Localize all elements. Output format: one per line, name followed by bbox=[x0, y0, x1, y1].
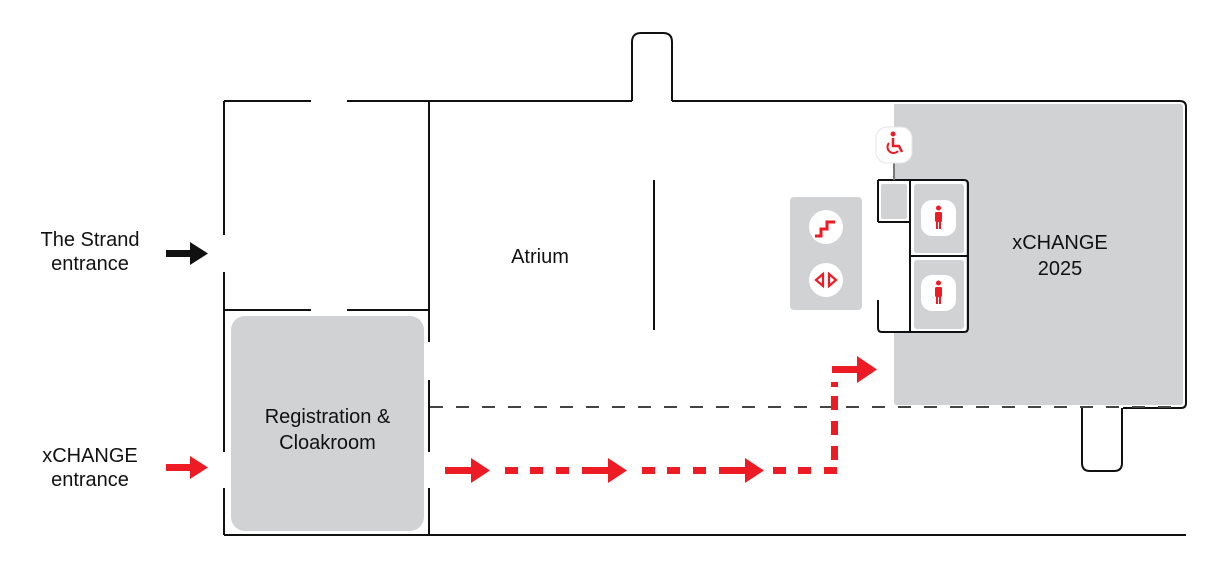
registration-room-fill[interactable] bbox=[231, 316, 424, 531]
route-dash bbox=[530, 467, 543, 474]
strand-entrance-line-1: The Strand bbox=[40, 229, 140, 251]
route-dash bbox=[642, 467, 655, 474]
xchange-entrance-arrow bbox=[166, 456, 208, 479]
walls bbox=[223, 32, 1187, 536]
route-dash bbox=[667, 467, 680, 474]
route-dash bbox=[831, 396, 838, 410]
xchange-hall-fill[interactable] bbox=[894, 104, 1183, 405]
xchange-hall-line-1: xCHANGE bbox=[1012, 232, 1108, 254]
xchange-hall-label: xCHANGE 2025 bbox=[990, 230, 1130, 282]
strand-entrance-arrow bbox=[166, 242, 208, 265]
accessible-toilet-icon[interactable] bbox=[875, 126, 913, 164]
stairs-icon[interactable] bbox=[809, 210, 843, 244]
atrium-label: Atrium bbox=[511, 246, 569, 268]
route-dash bbox=[556, 467, 569, 474]
registration-label: Registration & Cloakroom bbox=[231, 404, 424, 456]
toilet-icon[interactable] bbox=[921, 200, 956, 236]
toilet-icon[interactable] bbox=[921, 275, 956, 311]
stairs-lift-core bbox=[790, 197, 862, 310]
route-dash bbox=[798, 467, 811, 474]
route-arrow bbox=[719, 458, 764, 483]
route-dash bbox=[831, 421, 838, 435]
route-dash bbox=[773, 467, 786, 474]
route-dash bbox=[693, 467, 706, 474]
xchange-hall-line-2: 2025 bbox=[1037, 258, 1083, 280]
route-dash bbox=[831, 446, 838, 460]
xchange-entrance-line-1: xCHANGE bbox=[42, 445, 138, 467]
route-arrow bbox=[582, 458, 627, 483]
route-dash bbox=[505, 467, 518, 474]
lift-icon[interactable] bbox=[809, 263, 843, 297]
strand-entrance-line-2: entrance bbox=[51, 253, 129, 275]
xchange-entrance-label: xCHANGE entrance bbox=[20, 444, 160, 492]
route-to-xchange bbox=[445, 356, 877, 483]
route-arrow bbox=[832, 356, 877, 383]
route-dash bbox=[824, 467, 837, 474]
xchange-entrance-line-2: entrance bbox=[51, 469, 129, 491]
registration-line-1: Registration & bbox=[264, 406, 391, 428]
route-dash bbox=[831, 382, 838, 387]
route-arrow bbox=[445, 458, 490, 483]
registration-line-2: Cloakroom bbox=[279, 432, 376, 454]
strand-entrance-label: The Strand entrance bbox=[20, 228, 160, 276]
accessible-toilet-room bbox=[881, 184, 907, 219]
